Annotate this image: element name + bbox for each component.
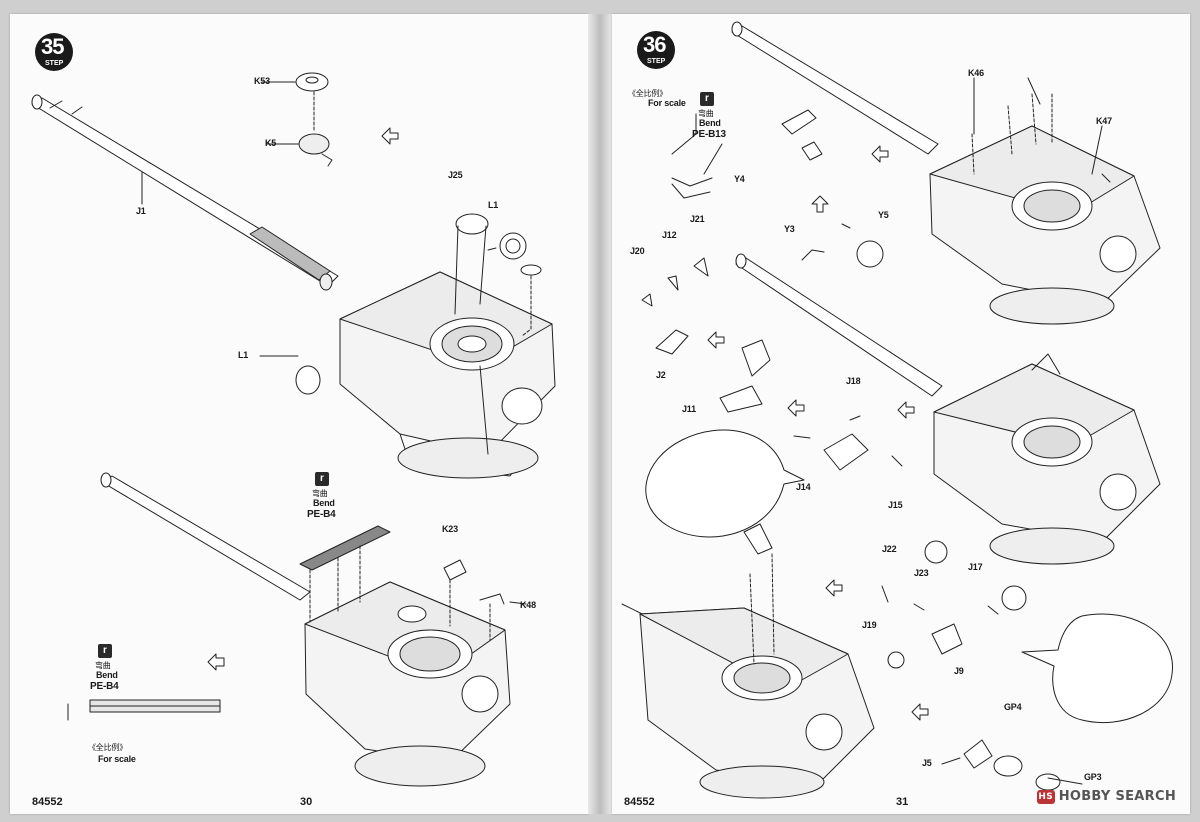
- bend-icon: r: [700, 92, 714, 106]
- turret-top: [731, 21, 1161, 325]
- step-number: 36: [643, 32, 667, 57]
- label-j1: J1: [136, 206, 146, 216]
- label-y3: Y3: [784, 224, 795, 234]
- label-k53: K53: [254, 76, 270, 86]
- scale-en: For scale: [98, 754, 136, 764]
- label-k48: K48: [520, 600, 536, 610]
- label-j2: J2: [656, 370, 666, 380]
- instruction-page-31: 36 STEP 《全比例》 For scale r 弯曲 Bend PE-B13…: [612, 14, 1190, 814]
- label-j19: J19: [862, 620, 877, 630]
- direction-arrow: [707, 331, 725, 349]
- bend-en: Bend: [96, 670, 118, 680]
- label-k23: K23: [442, 524, 458, 534]
- label-j25: J25: [448, 170, 463, 180]
- direction-arrow: [911, 703, 929, 721]
- kit-number: 84552: [32, 796, 63, 808]
- label-j17: J17: [968, 562, 983, 572]
- bend-icon: r: [315, 472, 329, 486]
- label-j14: J14: [796, 482, 811, 492]
- part-k53: [295, 72, 329, 92]
- step-word: STEP: [647, 58, 666, 65]
- direction-arrow: [871, 145, 889, 163]
- turret-middle: [735, 253, 1161, 565]
- label-j9: J9: [954, 666, 964, 676]
- step-35-drawing: [31, 33, 556, 787]
- turret-bottom: [621, 553, 875, 799]
- label-j18: J18: [846, 376, 861, 386]
- bend-cn: 弯曲: [312, 489, 328, 498]
- callout-bubble-left: [645, 429, 805, 538]
- label-j11: J11: [682, 404, 696, 414]
- label-j5: J5: [922, 758, 932, 768]
- page-number: 31: [896, 796, 909, 808]
- scale-en: For scale: [648, 98, 686, 108]
- page-gutter: [588, 14, 612, 814]
- turret-lower: [100, 472, 527, 787]
- label-j20: J20: [630, 246, 645, 256]
- step-word: STEP: [45, 60, 64, 67]
- bend-part: PE-B4: [307, 509, 336, 520]
- label-j22: J22: [882, 544, 897, 554]
- label-y5: Y5: [878, 210, 889, 220]
- watermark-text: HOBBY SEARCH: [1058, 789, 1176, 804]
- step-36-drawing: [621, 21, 1173, 799]
- bend-en: Bend: [699, 118, 721, 128]
- kit-number: 84552: [624, 796, 655, 808]
- bend-en: Bend: [313, 498, 335, 508]
- label-y4: Y4: [734, 174, 745, 184]
- step-35-badge: [35, 33, 73, 71]
- scale-cn: 《全比例》: [88, 743, 127, 752]
- direction-arrow: [825, 579, 843, 597]
- direction-arrow: [897, 401, 915, 419]
- label-j23: J23: [914, 568, 929, 578]
- direction-arrow: [381, 127, 399, 145]
- hobbysearch-logo-icon: HS: [1036, 789, 1055, 804]
- instruction-page-30: 35 STEP K53 K5 J1 J25 L1 L1 K23 K48 r 弯曲…: [10, 14, 588, 814]
- label-l1-top: L1: [488, 200, 499, 210]
- gun-barrel-j1: [31, 94, 339, 291]
- bend-cn: 弯曲: [95, 661, 111, 670]
- label-k46: K46: [968, 68, 984, 78]
- label-k5: K5: [265, 138, 277, 148]
- label-gp4: GP4: [1004, 702, 1022, 712]
- label-l1-left: L1: [238, 350, 249, 360]
- scale-cn: 《全比例》: [628, 89, 667, 98]
- bend-icon: r: [98, 644, 112, 658]
- bend-cn: 弯曲: [698, 109, 714, 118]
- label-j15: J15: [888, 500, 903, 510]
- direction-arrow: [811, 195, 829, 213]
- page-number: 30: [300, 796, 313, 808]
- direction-arrow: [787, 399, 805, 417]
- bend-part: PE-B4: [90, 681, 119, 692]
- turret-upper: [259, 213, 556, 479]
- step-number: 35: [41, 34, 65, 59]
- label-j21: J21: [690, 214, 705, 224]
- step-36-badge: [637, 31, 675, 69]
- callout-bubble-right: [1021, 613, 1173, 724]
- label-gp3: GP3: [1084, 772, 1102, 782]
- label-k47: K47: [1096, 116, 1112, 126]
- bend-part: PE-B13: [692, 129, 726, 140]
- label-j12: J12: [662, 230, 677, 240]
- part-k5: [298, 133, 330, 155]
